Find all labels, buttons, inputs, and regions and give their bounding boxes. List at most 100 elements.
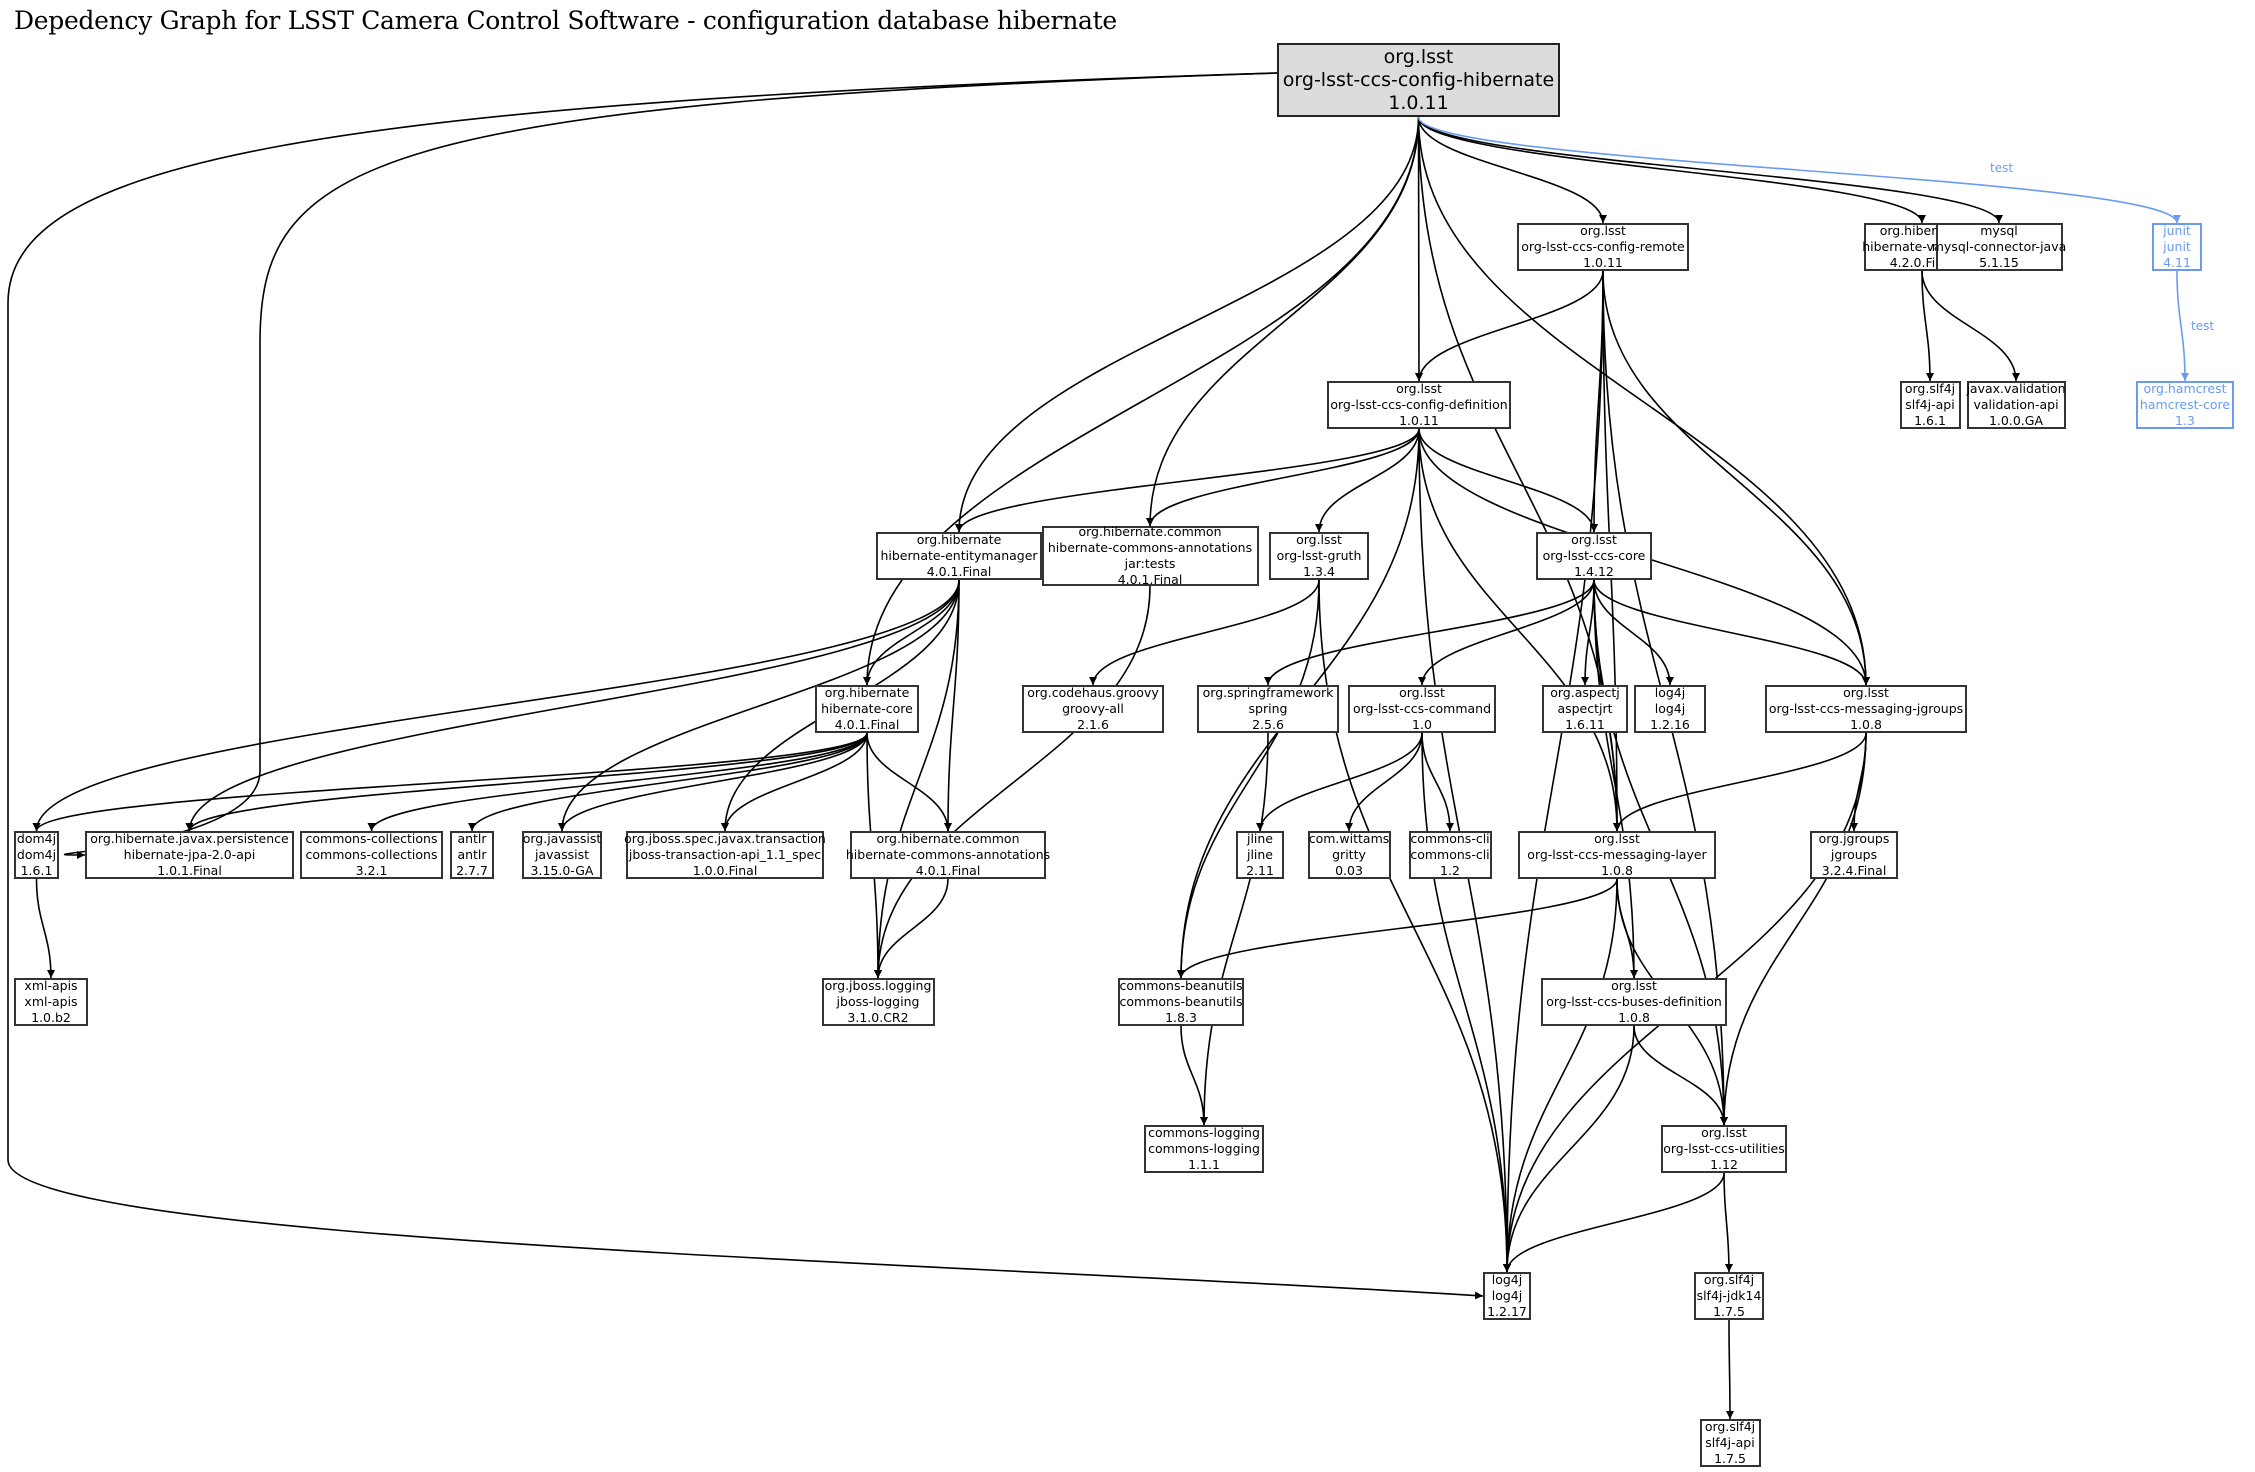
node-label-line: org.lsst xyxy=(1396,381,1442,396)
node-label-line: org.slf4j xyxy=(1904,381,1956,396)
edge-beanutils-to-commons-logging xyxy=(1180,1025,1208,1126)
edge-config-definition-to-annotations-tests xyxy=(1146,428,1420,527)
edge-hibernate-core-to-antlr xyxy=(468,732,868,832)
node-label-line: commons-cli xyxy=(1410,831,1490,846)
node-label-line: 3.2.4.Final xyxy=(1821,863,1887,878)
node-label-line: groovy-all xyxy=(1062,701,1124,716)
node-label-line: 2.1.6 xyxy=(1077,717,1109,732)
edge-config-remote-to-log4j-1217 xyxy=(1503,270,1604,1273)
node-label-line: commons-cli xyxy=(1410,847,1490,862)
node-label-line: 2.11 xyxy=(1246,863,1274,878)
node-label-line: org.lsst xyxy=(1296,532,1342,547)
node-label-line: 1.6.11 xyxy=(1565,717,1605,732)
node-label-line: mysql xyxy=(1980,223,2018,238)
node-label-line: xml-apis xyxy=(24,978,78,993)
edge-config-definition-to-ccs-core xyxy=(1418,428,1598,533)
node-label-line: 1.7.5 xyxy=(1713,1304,1745,1319)
node-label-line: 1.0.0.GA xyxy=(1988,413,2044,428)
node-label-line: org.hibernate xyxy=(824,685,910,700)
node-label-line: log4j xyxy=(1491,1288,1523,1303)
edge-buses-definition-to-log4j-1217 xyxy=(1503,1025,1635,1273)
node-label-line: 4.0.1.Final xyxy=(926,564,992,579)
node-label-line: hamcrest-core xyxy=(2139,397,2231,412)
node-label-line: org-lsst-ccs-config-remote xyxy=(1521,239,1685,254)
node-label-line: spring xyxy=(1248,701,1288,716)
node-label-line: xml-apis xyxy=(24,994,78,1009)
edge-root-to-hibernate-validator xyxy=(1417,116,1926,224)
node-label-line: javax.validation xyxy=(1966,381,2066,396)
edge-messaging-layer-to-log4j-1217 xyxy=(1503,878,1618,1273)
edge-ccs-command-to-log4j-1217 xyxy=(1421,732,1511,1273)
node-label-line: commons-collections xyxy=(305,831,438,846)
node-label-line: validation-api xyxy=(1973,397,2059,412)
node-label-line: org.hibernate xyxy=(916,532,1002,547)
node-label-line: slf4j-jdk14 xyxy=(1696,1288,1762,1303)
node-label-line: 1.7.5 xyxy=(1714,1451,1746,1466)
node-label-line: 1.3 xyxy=(2175,413,2195,428)
node-label-line: 2.5.6 xyxy=(1252,717,1284,732)
edge-messaging-layer-to-beanutils xyxy=(1177,878,1618,979)
node-label-line: commons-logging xyxy=(1148,1125,1260,1140)
edge-entitymanager-to-annotations xyxy=(944,579,960,832)
node-label-line: 4.0.1.Final xyxy=(915,863,981,878)
edge-messaging-jgroups-to-ccs-utilities xyxy=(1720,732,1867,1126)
node-label-line: org.jboss.spec.javax.transaction xyxy=(624,831,826,846)
node-label-line: 3.1.0.CR2 xyxy=(847,1010,909,1025)
edge-config-remote-to-config-definition xyxy=(1415,270,1604,382)
node-label-line: 1.0.b2 xyxy=(31,1010,71,1025)
node-label-line: 4.0.1.Final xyxy=(834,717,900,732)
node-label-line: 3.15.0-GA xyxy=(530,863,594,878)
edge-root-to-messaging-jgroups xyxy=(1417,116,1870,686)
edge-dom4j-to-xml-apis xyxy=(35,878,55,979)
node-label-line: org.javassist xyxy=(522,831,602,846)
node-label-line: 1.0.11 xyxy=(1399,413,1439,428)
node-label-line: hibernate-entitymanager xyxy=(880,548,1038,563)
node-label-line: dom4j xyxy=(16,847,57,862)
node-label-line: org.hibernate.javax.persistence xyxy=(90,831,289,846)
node-label-line: org-lsst-gruth xyxy=(1276,548,1362,563)
node-label-line: org.slf4j xyxy=(1704,1419,1756,1434)
edge-root-to-annotations-tests xyxy=(1146,116,1420,527)
edge-hibernate-validator-to-slf4j-api-161 xyxy=(1921,270,1934,382)
